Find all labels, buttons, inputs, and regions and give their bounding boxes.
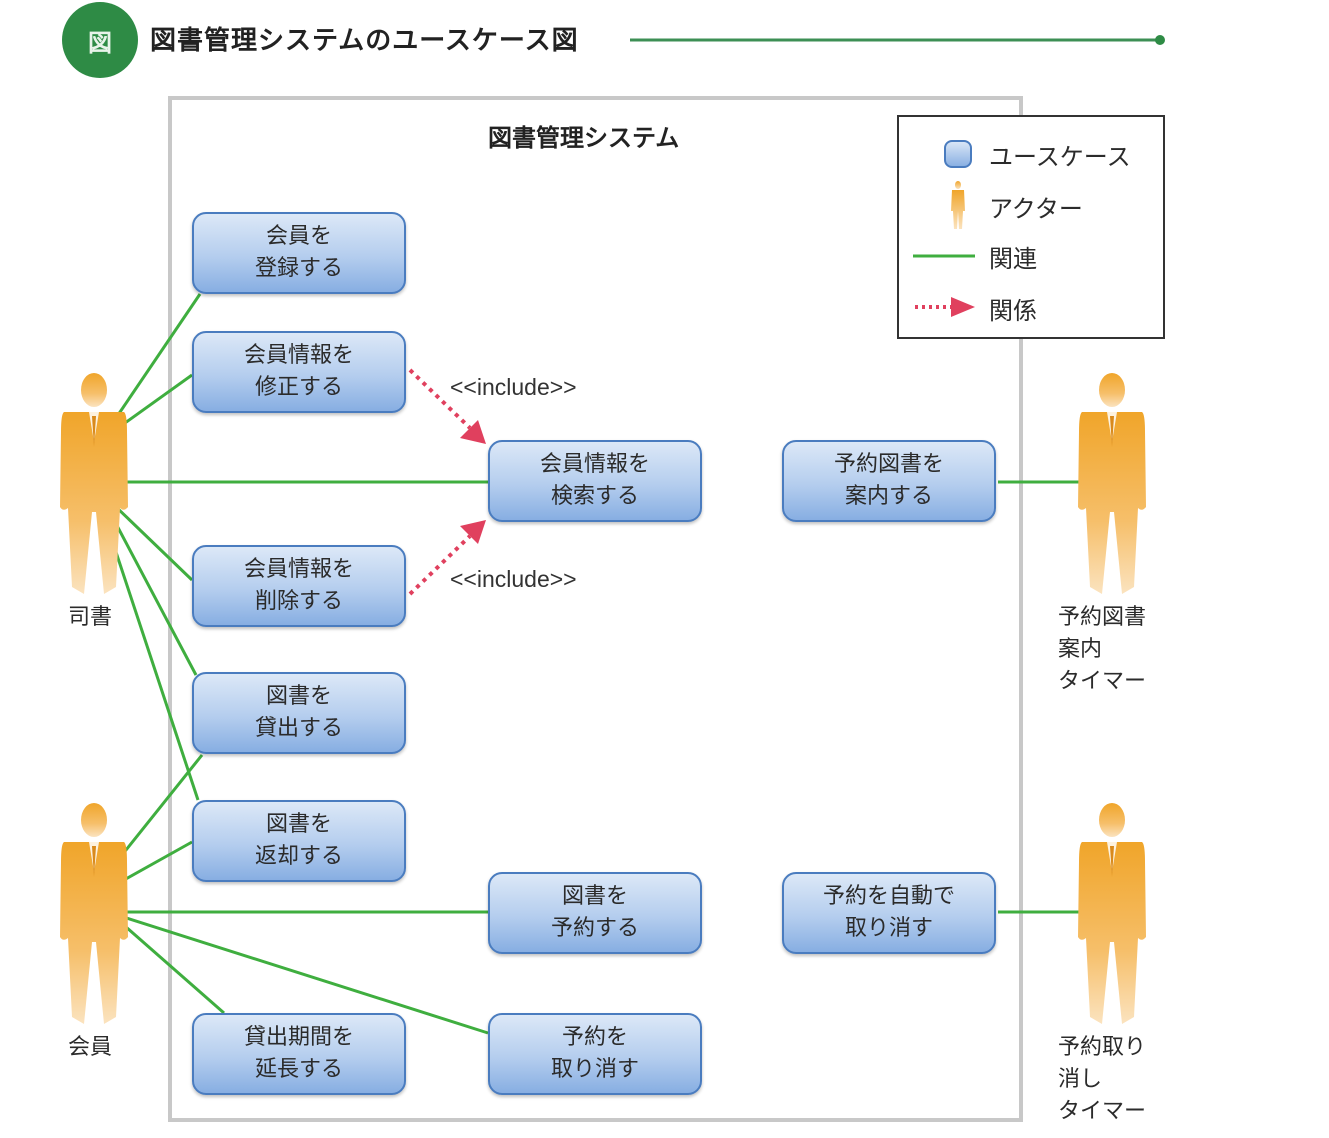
actor-notify-timer-icon	[1078, 373, 1146, 594]
use-case-line: 貸出期間を	[243, 1025, 354, 1050]
use-case-line: 図書を	[265, 684, 332, 709]
actor-label-librarian: 司書	[68, 605, 113, 630]
association-librarian-lend	[112, 519, 198, 676]
figure-badge: 図	[62, 2, 138, 78]
actor-label-member: 会員	[68, 1035, 113, 1060]
include-label-delete: <<include>>	[450, 566, 577, 592]
use-case-line: 貸出する	[254, 716, 343, 741]
use-case-cancel-reservation[interactable]: 予約を 取り消す	[488, 1013, 702, 1095]
legend-label-actor: アクター	[989, 195, 1083, 223]
use-case-reserve-book[interactable]: 図書を 予約する	[488, 872, 702, 954]
use-case-search-member[interactable]: 会員情報を 検索する	[488, 440, 702, 522]
include-label-edit: <<include>>	[450, 374, 577, 400]
association-librarian-edit	[117, 373, 193, 430]
actor-label-line: タイマー	[1058, 669, 1147, 694]
association-librarian-return	[110, 539, 200, 801]
use-case-edit-member[interactable]: 会員情報を 修正する	[192, 331, 406, 413]
actor-label-notify-timer: 予約図書 案内 タイマー	[1058, 602, 1146, 698]
use-case-line: 会員情報を	[243, 557, 354, 582]
association-librarian-delete	[112, 503, 194, 582]
system-title: 図書管理システム	[488, 124, 680, 152]
use-case-line: 案内する	[844, 484, 933, 509]
use-case-line: 図書を	[265, 812, 332, 837]
actor-label-line: 予約図書	[1058, 605, 1147, 630]
association-member-cancel	[119, 914, 489, 1035]
include-arrow-delete-head	[460, 520, 486, 544]
use-case-line: 登録する	[254, 256, 343, 281]
use-case-line: 予約図書を	[833, 452, 944, 477]
legend-icons	[913, 140, 975, 317]
use-case-line: 予約を	[561, 1025, 628, 1050]
use-case-line: 図書を	[561, 884, 628, 909]
legend-label-association: 関連	[989, 245, 1037, 273]
use-case-lend-book[interactable]: 図書を 貸出する	[192, 672, 406, 754]
use-case-line: 修正する	[254, 375, 343, 400]
use-case-line: 取り消す	[550, 1057, 639, 1082]
include-arrow-edit-head	[460, 420, 486, 444]
legend-label-relationship: 関係	[989, 297, 1037, 325]
actor-label-line: 予約取り	[1058, 1035, 1147, 1060]
figure-title: 図書管理システムのユースケース図	[150, 26, 579, 56]
actor-label-line: タイマー	[1058, 1099, 1147, 1124]
use-case-line: 会員情報を	[243, 343, 354, 368]
use-case-extend-loan[interactable]: 貸出期間を 延長する	[192, 1013, 406, 1095]
actor-label-cancel-timer: 予約取り 消し タイマー	[1058, 1032, 1146, 1128]
actor-icon	[951, 181, 965, 229]
relationship-arrow-icon	[915, 297, 975, 317]
association-member-return	[123, 840, 193, 882]
use-case-delete-member[interactable]: 会員情報を 削除する	[192, 545, 406, 627]
use-case-return-book[interactable]: 図書を 返却する	[192, 800, 406, 882]
legend-label-use-case: ユースケース	[989, 143, 1131, 171]
use-case-line: 予約を自動で	[822, 884, 955, 909]
actor-label-line: 案内	[1058, 637, 1103, 662]
use-case-line: 延長する	[254, 1057, 343, 1082]
use-case-icon	[944, 140, 972, 168]
use-case-line: 検索する	[550, 484, 639, 509]
actor-member-icon	[60, 803, 128, 1024]
header-rule-dot	[1155, 35, 1165, 45]
use-case-line: 返却する	[254, 844, 343, 869]
legend: ユースケース アクター 関連 関係	[897, 115, 1165, 339]
association-member-extend	[117, 918, 225, 1015]
use-case-register-member[interactable]: 会員を 登録する	[192, 212, 406, 294]
use-case-line: 予約する	[550, 916, 639, 941]
use-case-line: 会員を	[265, 224, 332, 249]
use-case-line: 会員情報を	[539, 452, 650, 477]
use-case-line: 削除する	[254, 589, 343, 614]
association-librarian-register	[116, 293, 202, 416]
use-case-auto-cancel-reservation[interactable]: 予約を自動で 取り消す	[782, 872, 996, 954]
actor-label-line: 消し	[1058, 1067, 1103, 1092]
actor-cancel-timer-icon	[1078, 803, 1146, 1024]
actor-librarian-icon	[60, 373, 128, 594]
use-case-line: 取り消す	[844, 916, 933, 941]
association-member-lend	[120, 754, 204, 856]
use-case-notify-reserved-book[interactable]: 予約図書を 案内する	[782, 440, 996, 522]
